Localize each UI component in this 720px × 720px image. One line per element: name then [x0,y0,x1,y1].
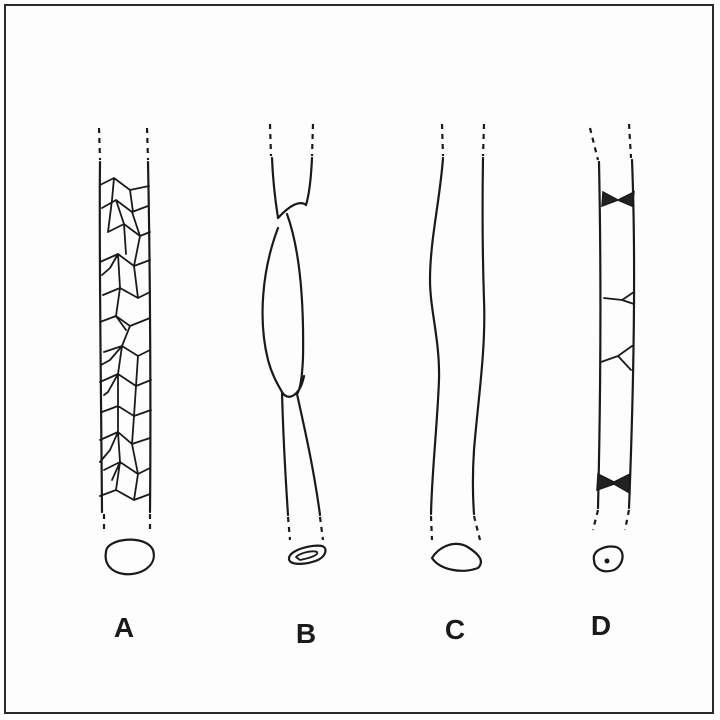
fiber-a [99,128,154,574]
fiber-a-dashed-top [99,128,148,160]
fiber-d-outline [598,160,634,508]
fiber-d [590,124,634,571]
fiber-d-dashed-bottom [593,510,629,530]
fiber-c [430,124,484,571]
fiber-d-node-2 [604,292,634,304]
fiber-a-cell-pattern [100,178,151,500]
panel-label-a: A [104,612,144,644]
fiber-c-cross-section [432,544,481,571]
fiber-d-lumen [605,559,610,564]
fiber-d-node-1 [602,192,634,206]
fiber-b [263,124,326,564]
fiber-d-node-4 [597,474,630,492]
fiber-c-dashed-top [442,124,484,156]
fiber-b-lumen [296,551,317,560]
fiber-c-dashed-bottom [431,516,480,540]
fiber-a-dashed-bottom [104,514,150,534]
fiber-b-dashed-top [270,124,313,156]
panel-label-b: B [286,618,326,650]
fiber-c-outline [430,158,484,514]
panel-label-c: C [435,614,475,646]
fiber-d-node-3 [601,346,632,370]
fiber-b-outline [263,158,320,515]
fiber-d-dashed-top [590,124,631,160]
fiber-a-cross-section [106,540,154,575]
fiber-b-cross-section [289,546,326,564]
fiber-b-dashed-bottom [288,517,323,540]
panel-label-d: D [581,610,621,642]
